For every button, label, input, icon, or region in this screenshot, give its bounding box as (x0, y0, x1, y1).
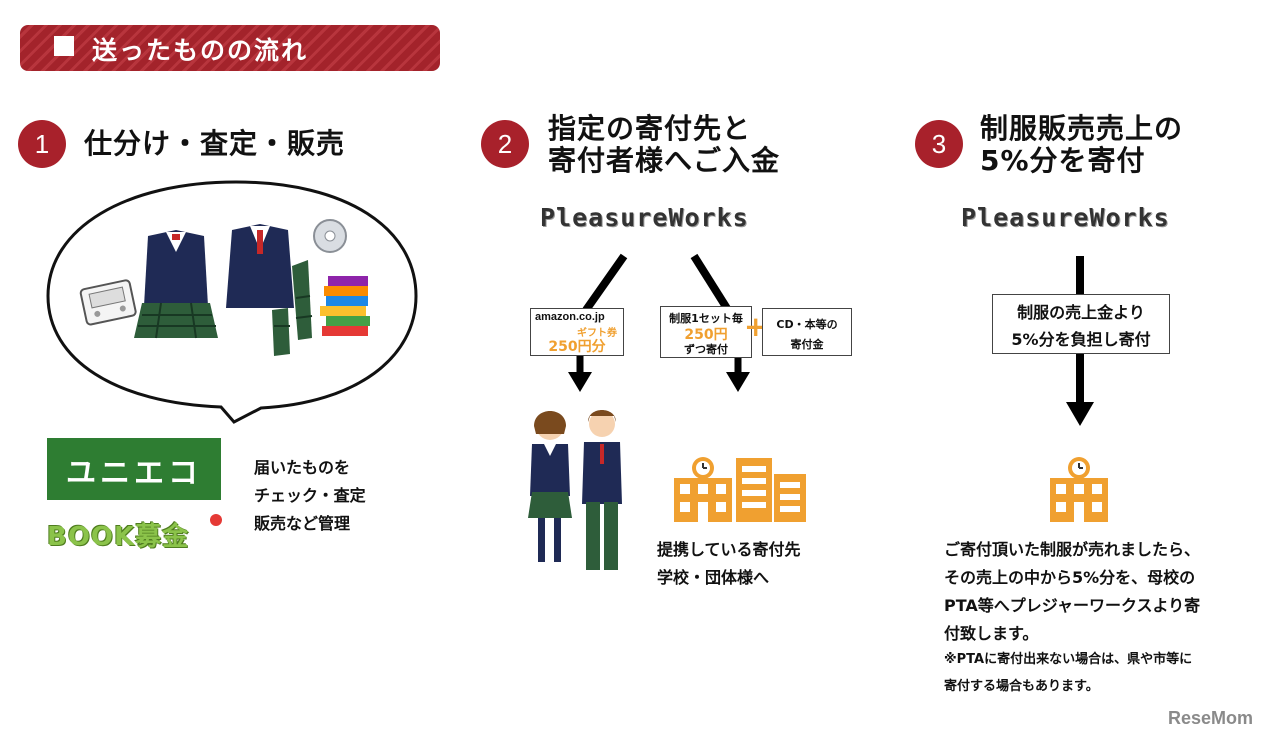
step-3-badge: 3 (915, 120, 963, 168)
unieco-logo-text: ユニエコ (66, 456, 202, 491)
girls-uniform-icon (134, 230, 218, 339)
section-header: 送ったものの流れ (20, 25, 440, 71)
col3-description-line-3: PTA等へプレジャーワークスより寄 (944, 596, 1201, 615)
unieco-logo: ユニエコ (47, 438, 221, 500)
plus-badge-icon (210, 514, 222, 526)
col3-note-line-2: 寄付する場合もあります。 (944, 679, 1099, 694)
step-2-title-line-1: 指定の寄付先と (548, 112, 752, 145)
step-2-badge: 2 (481, 120, 529, 168)
book-bokin-logo: BOOK募金 (47, 522, 190, 552)
uniform-box-line-1: 制服1セット毎 (669, 312, 743, 325)
cd-box-line-1: CD・本等の (776, 318, 838, 331)
col2-partner-line-1: 提携している寄付先 (657, 540, 801, 559)
col3-description-line-4: 付致します。 (944, 624, 1039, 643)
col2-partner-line-2: 学校・団体様へ (657, 568, 770, 587)
col1-description-line-3: 販売など管理 (254, 514, 351, 533)
col3-description-line-1: ご寄付頂いた制服が売れましたら、 (944, 540, 1201, 559)
uniform-donation-box: 制服1セット毎 250円 ずつ寄付 (660, 306, 752, 358)
school-building-icon (674, 457, 806, 522)
cd-icon (313, 219, 347, 253)
five-percent-box-line-1: 制服の売上金より (1017, 303, 1145, 322)
students-icon (528, 410, 622, 570)
col1-description-line-2: チェック・査定 (254, 486, 366, 505)
col3-description-line-2: その売上の中から5%分を、母校の (944, 568, 1196, 587)
col1-description-line-1: 届いたものを (254, 458, 351, 477)
boys-uniform-icon (226, 224, 313, 356)
resemom-watermark: ReseMom (1168, 708, 1254, 728)
cd-box-line-2: 寄付金 (790, 338, 824, 351)
col3-note-line-1: ※PTAに寄付出来ない場合は、県や市等に (944, 652, 1193, 667)
step-2-title-line-2: 寄付者様へご入金 (548, 144, 781, 177)
game-console-icon (79, 279, 137, 326)
school-icon-col3 (1050, 457, 1108, 522)
step-1-title: 仕分け・査定・販売 (84, 127, 346, 160)
amazon-amount: 250円分 (548, 339, 606, 355)
speech-bubble (46, 180, 418, 424)
flow-arrow-col3 (1066, 256, 1094, 426)
amazon-gift-box: amazon.co.jp ギフト券 250円分 (530, 308, 624, 356)
plus-icon: + (744, 310, 768, 343)
section-title: 送ったものの流れ (92, 36, 309, 65)
pleasureworks-logo-col3: PleasureWorks (961, 203, 1170, 232)
step-1-badge: 1 (18, 120, 66, 168)
amazon-gift-sub: ギフト券 (577, 328, 617, 339)
pleasureworks-logo-col2: PleasureWorks (540, 203, 749, 232)
uniform-box-amount: 250円 (684, 327, 728, 343)
step-3-title-line-1: 制服販売売上の (980, 112, 1184, 145)
five-percent-box-line-2: 5%分を負担し寄付 (1011, 330, 1151, 349)
square-icon (54, 36, 74, 56)
books-icon (320, 276, 370, 336)
cd-book-donation-box: CD・本等の 寄付金 (762, 308, 852, 356)
five-percent-box: 制服の売上金より 5%分を負担し寄付 (992, 294, 1170, 354)
step-3-title-line-2: 5%分を寄付 (980, 144, 1146, 177)
uniform-box-line-3: ずつ寄付 (684, 343, 728, 356)
flow-arrows-col2 (568, 253, 750, 392)
amazon-logo: amazon.co.jp (535, 311, 605, 323)
